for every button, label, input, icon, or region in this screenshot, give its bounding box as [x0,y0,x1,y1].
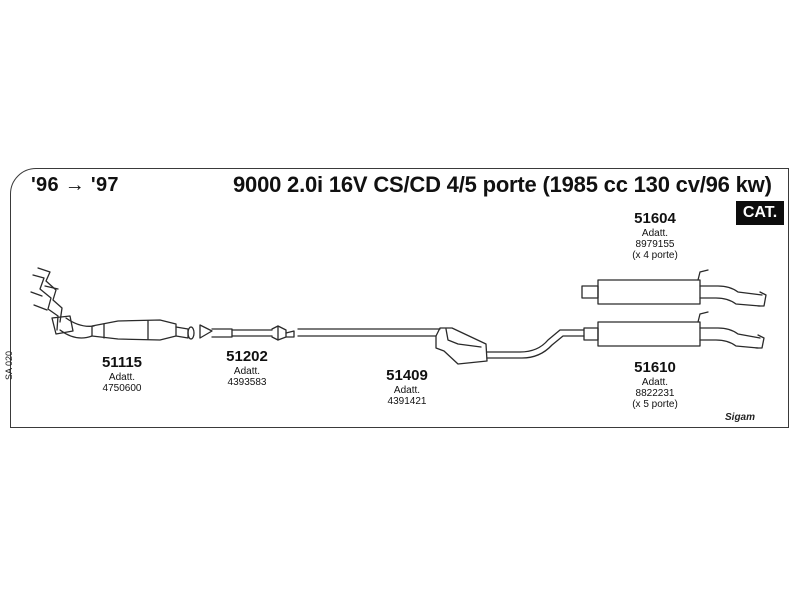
part-label: Adatt. [233,365,261,377]
part-label-51202: 51202 Adatt. 4393583 [226,348,268,388]
part-ref: 4391421 [387,395,427,407]
part-ref: 4393583 [227,376,267,388]
part-label: Adatt. [641,227,669,239]
diagram-panel [10,168,789,428]
part-number: 51115 [101,354,143,371]
part-label: Adatt. [641,376,669,388]
part-number: 51610 [634,359,676,376]
part-note: (x 4 porte) [632,250,678,262]
part-ref: 8979155 [635,238,675,250]
catalyst-badge: CAT. [736,201,784,225]
model-years: '96 → '97 [31,174,119,196]
part-label-51604: 51604 Adatt. 8979155 (x 4 porte) [632,210,678,262]
part-number: 51202 [226,348,268,365]
part-51610-drawing[interactable] [583,311,765,349]
part-number: 51409 [386,367,428,384]
part-51409-drawing[interactable] [297,327,585,365]
part-note: (x 5 porte) [632,399,678,411]
part-ref: 4750600 [102,382,142,394]
part-label-51409: 51409 Adatt. 4391421 [386,367,428,407]
part-number: 51604 [634,210,676,227]
part-ref: 8822231 [635,387,675,399]
part-51115-drawing[interactable] [30,267,195,341]
vehicle-model-title: 9000 2.0i 16V CS/CD 4/5 porte (1985 cc 1… [233,172,772,197]
part-label-51610: 51610 Adatt. 8822231 (x 5 porte) [632,359,678,411]
part-label-51115: 51115 Adatt. 4750600 [101,354,143,394]
part-51202-drawing[interactable] [199,324,295,341]
part-label: Adatt. [393,384,421,396]
part-label: Adatt. [108,371,136,383]
part-51604-drawing[interactable] [581,269,767,307]
brand-logo: Sigam [725,412,756,423]
